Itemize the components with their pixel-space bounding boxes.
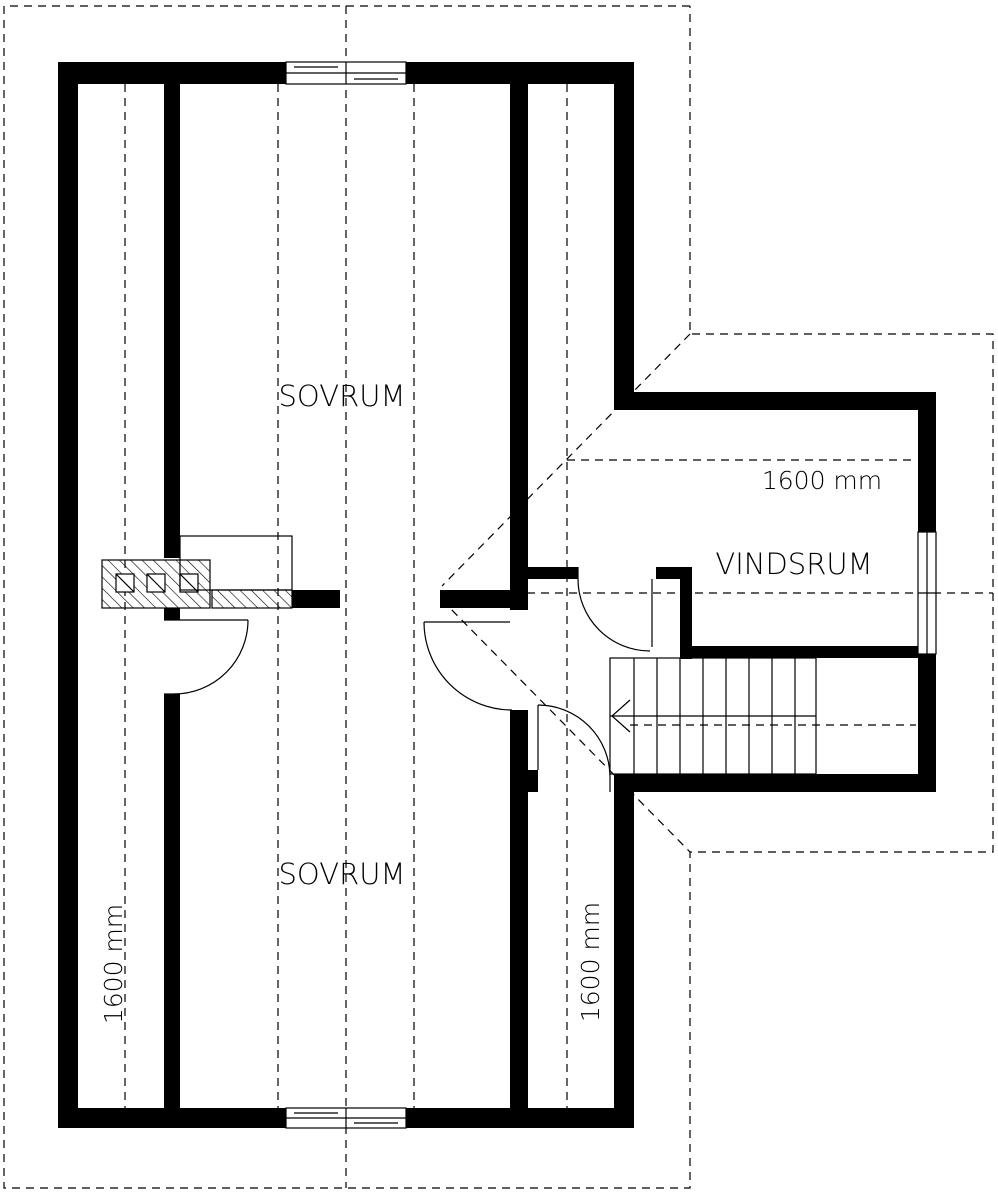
doors [164,567,653,792]
window-attic [917,531,937,655]
window-top [285,61,407,85]
walls [58,62,936,1128]
chimney [101,535,293,609]
dimension-label-right: 1600 mm [576,902,605,1022]
room-label-bedroom-top: SOVRUM [279,379,406,413]
staircase [609,657,817,775]
room-label-attic: VINDSRUM [715,547,872,581]
dimension-label-left: 1600 mm [99,904,128,1024]
dimension-label-attic: 1600 mm [762,466,882,495]
room-label-bedroom-bottom: SOVRUM [279,857,406,891]
window-bottom [285,1107,407,1129]
